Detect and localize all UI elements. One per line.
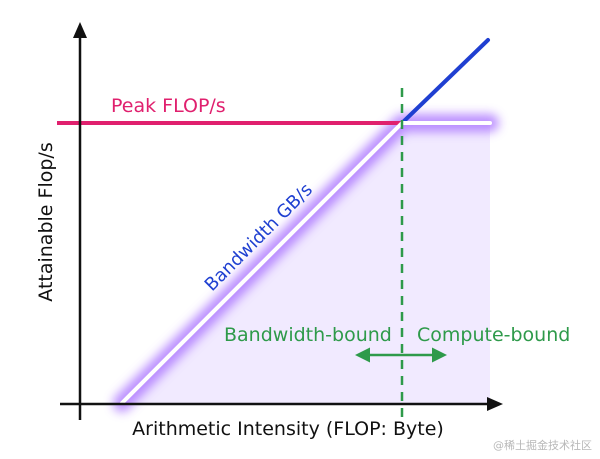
bandwidth-extension-line [400,38,490,125]
x-axis-label: Arithmetic Intensity (FLOP: Byte) [132,418,444,440]
compute-bound-label: Compute-bound [417,324,570,346]
y-axis-arrow-icon [73,22,87,38]
peak-flops-label: Peak FLOP/s [111,95,226,117]
x-axis-arrow-icon [487,397,503,411]
watermark: @稀土掘金技术社区 [493,439,592,452]
y-axis-label: Attainable Flop/s [35,142,57,301]
attainable-region [122,123,490,403]
bandwidth-bound-label: Bandwidth-bound [224,324,392,346]
